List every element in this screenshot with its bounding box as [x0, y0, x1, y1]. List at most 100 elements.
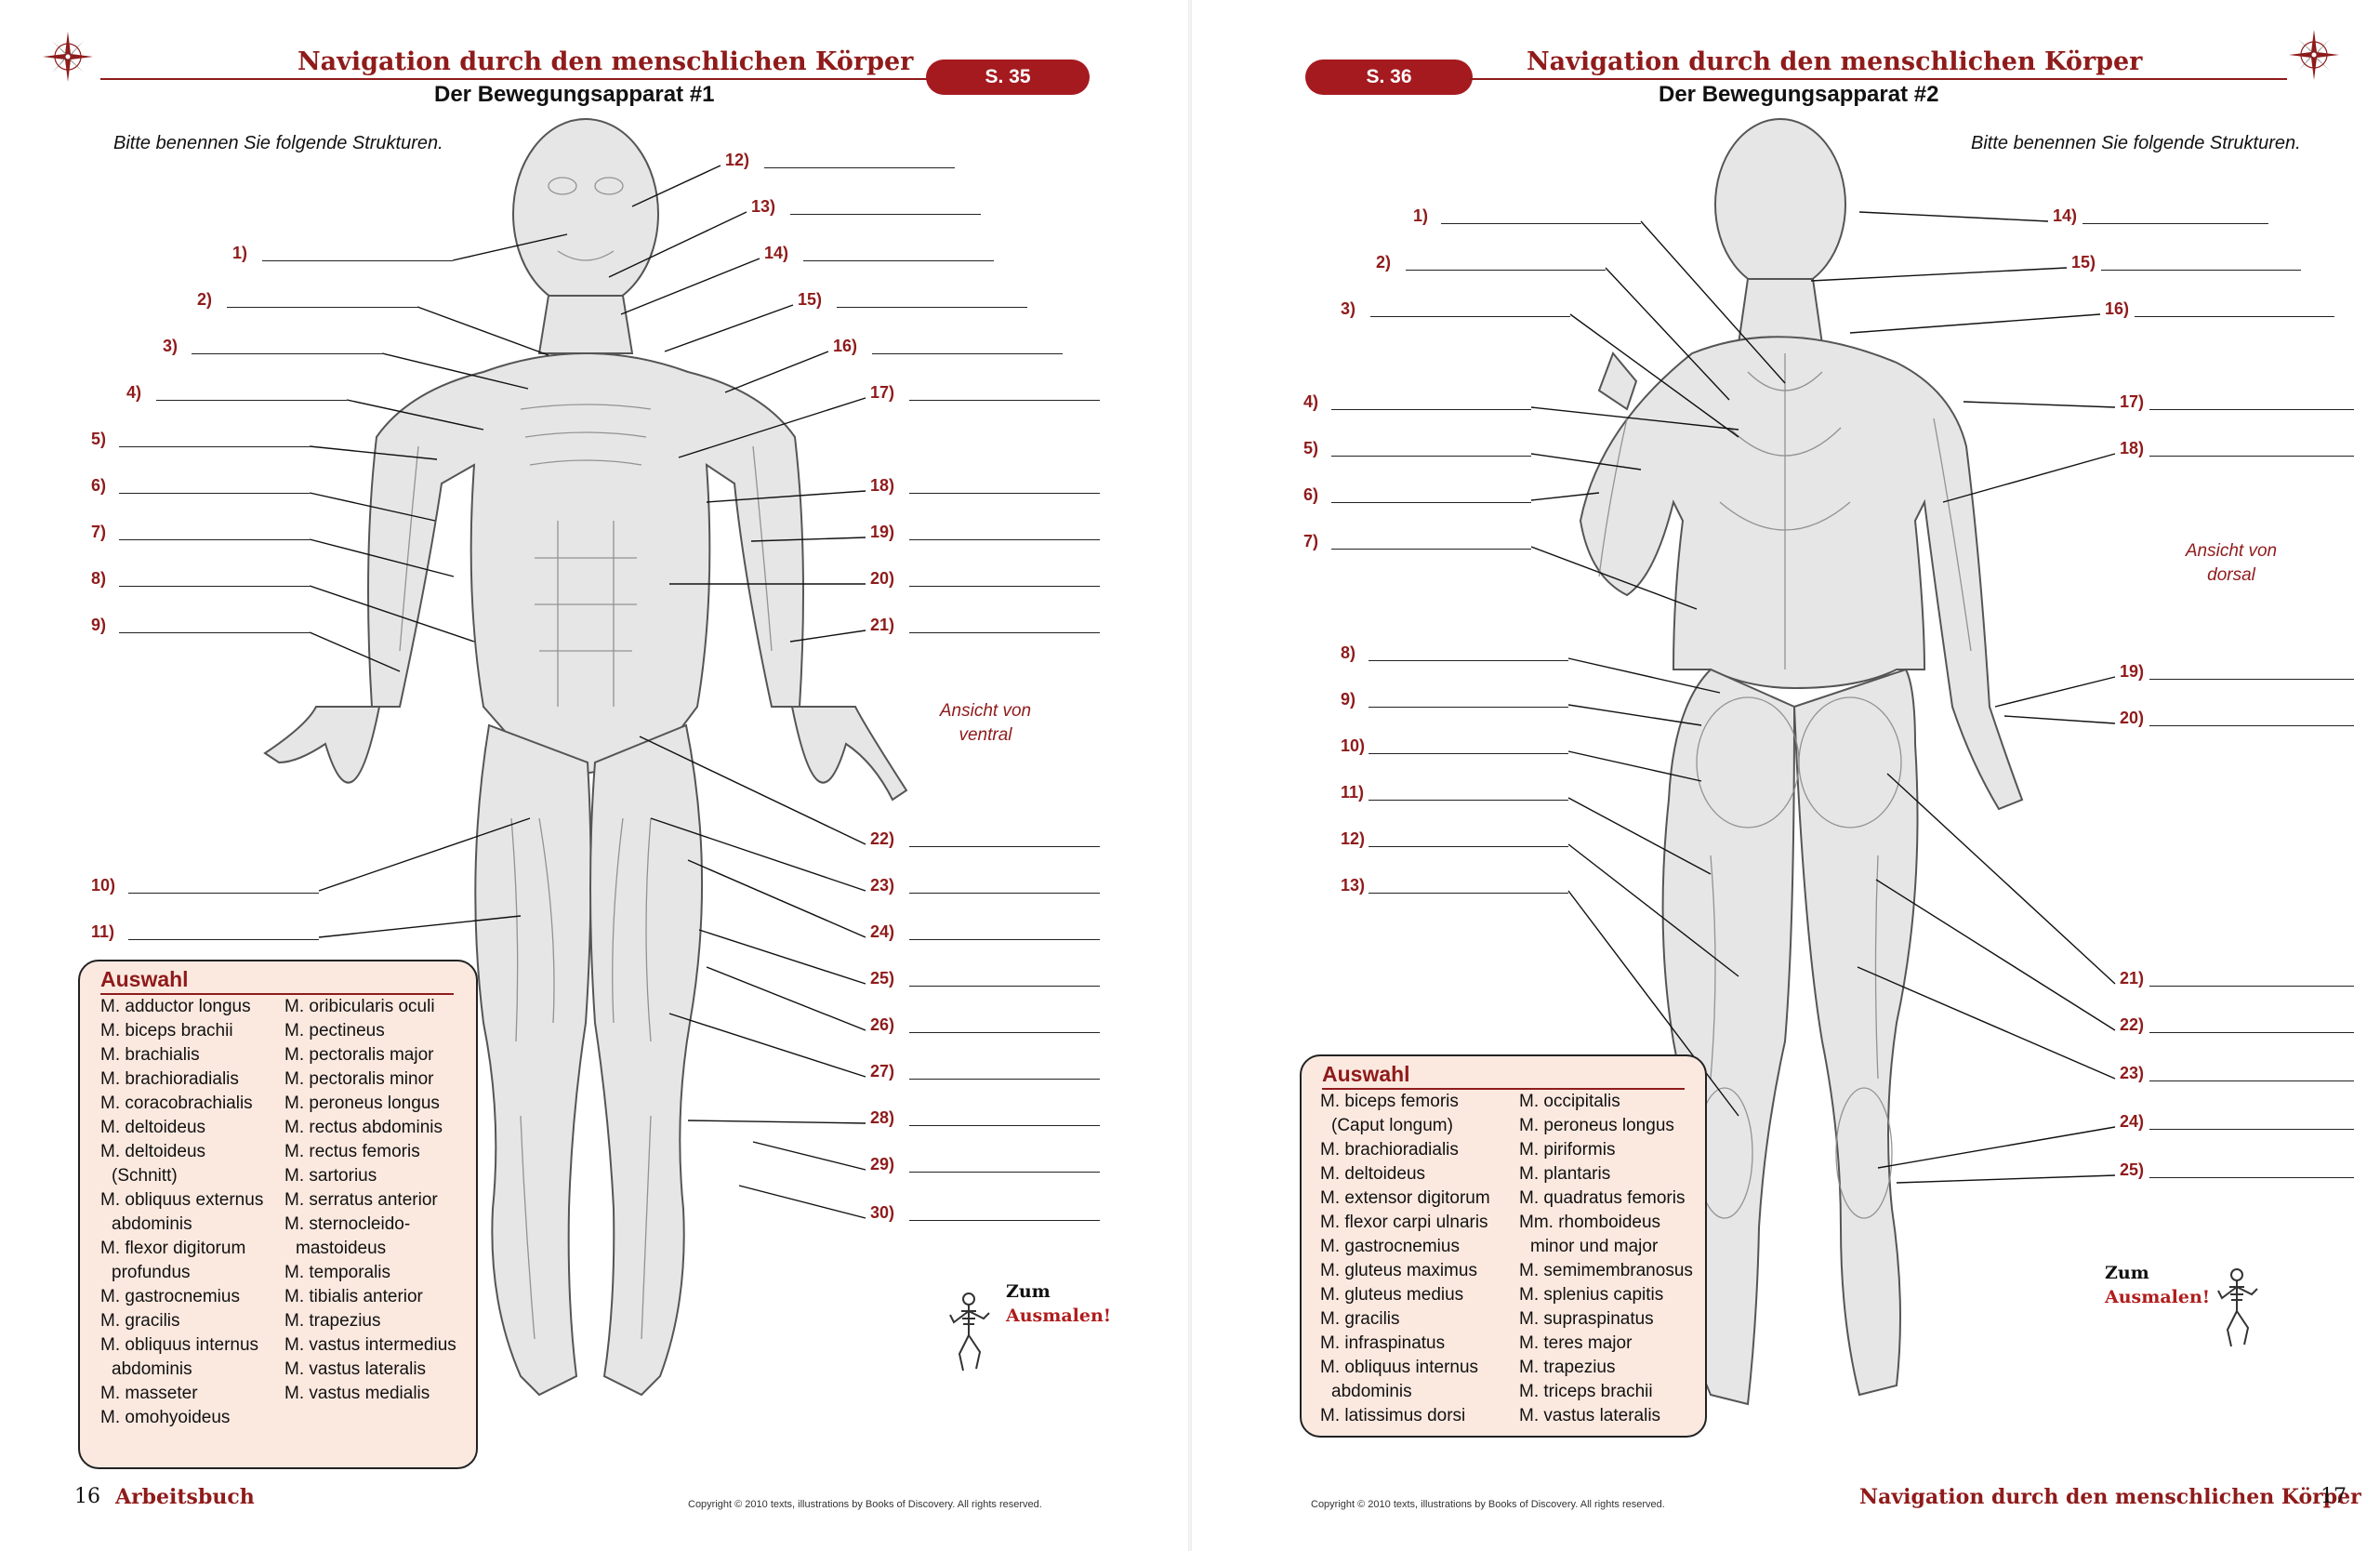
answer-blank[interactable]: [2149, 1032, 2354, 1033]
answer-blank[interactable]: [227, 307, 417, 308]
answer-blank[interactable]: [909, 493, 1100, 494]
answer-blank[interactable]: [909, 632, 1100, 633]
structure-label: 2): [1376, 253, 1391, 272]
leader-line: [725, 351, 828, 392]
zum-text: Zum: [1006, 1279, 1111, 1304]
leader-line: [1964, 402, 2115, 407]
answer-blank[interactable]: [909, 846, 1100, 847]
skeleton-icon: [2216, 1266, 2259, 1350]
structure-label: 6): [1303, 485, 1318, 505]
answer-blank[interactable]: [1331, 409, 1531, 410]
structure-label: 1): [232, 244, 247, 263]
auswahl-item: M. vastus lateralis: [1519, 1404, 1693, 1428]
auswahl-item: M. gracilis: [1320, 1307, 1490, 1332]
answer-blank[interactable]: [909, 1220, 1100, 1221]
auswahl-column-1: M. adductor longusM. biceps brachiiM. br…: [100, 995, 263, 1430]
structure-label: 20): [2120, 709, 2144, 728]
answer-blank[interactable]: [1441, 223, 1641, 224]
answer-blank[interactable]: [1331, 456, 1531, 457]
answer-blank[interactable]: [1368, 660, 1568, 661]
auswahl-item: abdominis: [1320, 1380, 1490, 1404]
structure-label: 23): [870, 876, 894, 895]
auswahl-item: Mm. rhomboideus: [1519, 1211, 1693, 1235]
auswahl-item: M. sternocleido-: [284, 1213, 456, 1237]
answer-blank[interactable]: [262, 260, 453, 261]
answer-blank[interactable]: [128, 939, 319, 940]
leader-line: [665, 305, 793, 351]
structure-label: 3): [1341, 299, 1355, 319]
answer-blank[interactable]: [2101, 270, 2301, 271]
auswahl-item: M. gastrocnemius: [1320, 1235, 1490, 1259]
answer-blank[interactable]: [2149, 725, 2354, 726]
answer-blank[interactable]: [2135, 316, 2334, 317]
answer-blank[interactable]: [119, 632, 310, 633]
auswahl-item: M. splenius capitis: [1519, 1283, 1693, 1307]
answer-blank[interactable]: [2149, 409, 2354, 410]
answer-blank[interactable]: [119, 586, 310, 587]
answer-blank[interactable]: [764, 167, 955, 168]
answer-blank[interactable]: [909, 586, 1100, 587]
answer-blank[interactable]: [837, 307, 1027, 308]
answer-blank[interactable]: [119, 493, 310, 494]
answer-blank[interactable]: [2149, 1177, 2354, 1178]
structure-label: 11): [91, 922, 114, 942]
auswahl-item: M. vastus lateralis: [284, 1358, 456, 1382]
structure-label: 10): [91, 876, 115, 895]
structure-label: 22): [870, 829, 894, 849]
answer-blank[interactable]: [1406, 270, 1606, 271]
auswahl-item: M. brachialis: [100, 1043, 263, 1067]
answer-blank[interactable]: [803, 260, 994, 261]
answer-blank[interactable]: [2149, 1080, 2354, 1081]
auswahl-item: M. flexor carpi ulnaris: [1320, 1211, 1490, 1235]
answer-blank[interactable]: [909, 1032, 1100, 1033]
auswahl-item: M. plantaris: [1519, 1162, 1693, 1186]
auswahl-item: abdominis: [100, 1358, 263, 1382]
answer-blank[interactable]: [1368, 800, 1568, 801]
auswahl-item: M. gracilis: [100, 1309, 263, 1333]
answer-blank[interactable]: [156, 400, 347, 401]
answer-blank[interactable]: [2149, 679, 2354, 680]
answer-blank[interactable]: [119, 446, 310, 447]
leader-line: [1859, 212, 2048, 221]
left-page: Navigation durch den menschlichen Körper…: [0, 0, 1190, 1551]
leader-line: [1878, 1127, 2115, 1168]
ausmalen-callout: Zum Ausmalen!: [2105, 1261, 2210, 1309]
structure-label: 5): [1303, 439, 1318, 458]
answer-blank[interactable]: [128, 893, 319, 894]
answer-blank[interactable]: [909, 1079, 1100, 1080]
auswahl-item: M. obliquus internus: [100, 1333, 263, 1358]
answer-blank[interactable]: [909, 1172, 1100, 1173]
auswahl-item: M. latissimus dorsi: [1320, 1404, 1490, 1428]
answer-blank[interactable]: [909, 400, 1100, 401]
answer-blank[interactable]: [872, 353, 1063, 354]
answer-blank[interactable]: [1368, 753, 1568, 754]
auswahl-column-1: M. biceps femoris(Caput longum)M. brachi…: [1320, 1090, 1490, 1428]
leader-line: [2004, 716, 2115, 723]
answer-blank[interactable]: [119, 539, 310, 540]
structure-label: 8): [1341, 643, 1355, 663]
answer-blank[interactable]: [909, 893, 1100, 894]
answer-blank[interactable]: [790, 214, 981, 215]
answer-blank[interactable]: [1368, 707, 1568, 708]
answer-blank[interactable]: [2149, 986, 2354, 987]
answer-blank[interactable]: [2149, 1129, 2354, 1130]
answer-blank[interactable]: [192, 353, 382, 354]
answer-blank[interactable]: [2082, 223, 2268, 224]
auswahl-item: M. serratus anterior: [284, 1188, 456, 1213]
answer-blank[interactable]: [1331, 549, 1531, 550]
structure-label: 6): [91, 476, 106, 496]
structure-label: 25): [870, 969, 894, 988]
answer-blank[interactable]: [909, 939, 1100, 940]
answer-blank[interactable]: [1368, 846, 1568, 847]
structure-label: 15): [2071, 253, 2096, 272]
answer-blank[interactable]: [1370, 316, 1570, 317]
auswahl-item: M. infraspinatus: [1320, 1332, 1490, 1356]
answer-blank[interactable]: [1331, 502, 1531, 503]
auswahl-item: M. semimembranosus: [1519, 1259, 1693, 1283]
answer-blank[interactable]: [909, 1125, 1100, 1126]
answer-blank[interactable]: [909, 539, 1100, 540]
structure-label: 2): [197, 290, 212, 310]
answer-blank[interactable]: [909, 986, 1100, 987]
answer-blank[interactable]: [1368, 893, 1568, 894]
answer-blank[interactable]: [2149, 456, 2354, 457]
